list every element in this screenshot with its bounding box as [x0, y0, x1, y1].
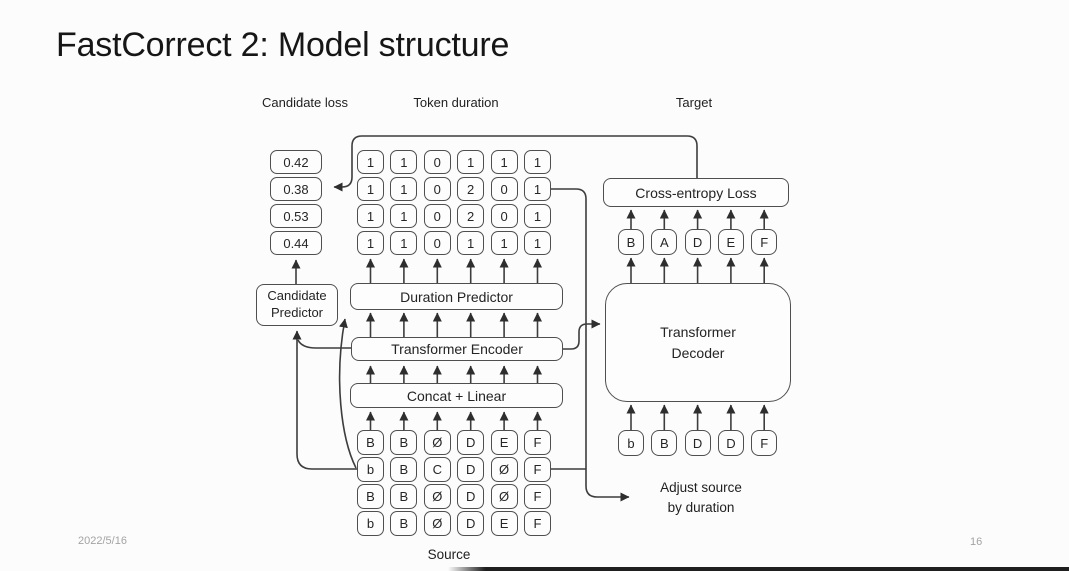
token-duration-cell: 0 — [423, 150, 451, 174]
wire-encoder-to-decoder — [563, 319, 601, 350]
token-duration-cell: 1 — [490, 150, 518, 174]
decoder-input-cell: b — [618, 430, 644, 456]
token-duration-cell: 1 — [390, 231, 418, 255]
duration-predictor-box: Duration Predictor — [350, 283, 563, 310]
slide-page-number: 16 — [970, 536, 983, 548]
token-duration-cell: 1 — [457, 150, 485, 174]
source-token-cell: Ø — [423, 430, 451, 455]
token-duration-cell: 1 — [523, 231, 551, 255]
decoder-input-cell: D — [717, 430, 744, 456]
candidate-loss-value: 0.42 — [270, 150, 322, 174]
label-candidate-loss: Candidate loss — [262, 95, 348, 110]
candidate-loss-value: 0.44 — [270, 231, 322, 255]
arrows-concat-to-encoder — [366, 365, 542, 383]
slide-title: FastCorrect 2: Model structure — [56, 26, 510, 64]
label-token-duration: Token duration — [413, 95, 499, 110]
token-duration-cell: 1 — [390, 150, 418, 174]
source-token-cell: b — [357, 511, 384, 536]
wire-encoder-branch — [297, 339, 351, 349]
token-duration-cell: 0 — [423, 177, 451, 201]
token-duration-cell: 1 — [357, 177, 384, 201]
source-token-cell: Ø — [423, 484, 451, 509]
source-token-cell: Ø — [490, 457, 518, 482]
token-duration-cell: 1 — [523, 150, 551, 174]
token-duration-cell: 1 — [523, 177, 551, 201]
arrows-source-to-concat — [366, 411, 542, 430]
source-token-cell: C — [423, 457, 451, 482]
token-duration-cell: 1 — [357, 231, 384, 255]
candidate-predictor-box: Candidate Predictor — [256, 284, 338, 326]
transformer-encoder-box: Transformer Encoder — [351, 337, 563, 361]
candidate-loss-value: 0.53 — [270, 204, 322, 228]
video-seekbar[interactable] — [448, 567, 1069, 571]
arrows-target-to-crossentropy — [626, 209, 769, 229]
target-token-cell: F — [751, 229, 778, 255]
token-duration-cell: 1 — [357, 204, 384, 228]
decoder-input-cell: B — [651, 430, 678, 456]
token-duration-cell: 0 — [490, 177, 518, 201]
wire-source-to-candidate-predictor — [292, 330, 357, 470]
arrows-encoder-to-duration — [366, 312, 542, 337]
source-token-cell: D — [457, 484, 485, 509]
candidate-loss-value: 0.38 — [270, 177, 322, 201]
source-token-cell: D — [457, 457, 485, 482]
token-duration-cell: 1 — [490, 231, 518, 255]
arrows-decoder-to-target — [626, 257, 769, 283]
source-token-cell: F — [523, 511, 551, 536]
token-duration-cell: 1 — [357, 150, 384, 174]
arrows-duration-to-grid — [366, 258, 542, 283]
source-token-cell: F — [523, 430, 551, 455]
source-token-cell: B — [390, 484, 418, 509]
token-duration-cell: 1 — [390, 177, 418, 201]
source-token-cell: F — [523, 484, 551, 509]
target-token-cell: E — [717, 229, 744, 255]
target-token-cell: B — [618, 229, 644, 255]
cross-entropy-loss-box: Cross-entropy Loss — [603, 178, 789, 207]
token-duration-cell: 0 — [490, 204, 518, 228]
source-token-cell: B — [357, 484, 384, 509]
source-token-cell: E — [490, 511, 518, 536]
token-duration-cell: 1 — [457, 231, 485, 255]
concat-linear-box: Concat + Linear — [350, 383, 563, 408]
label-source: Source — [427, 547, 471, 562]
token-duration-cell: 1 — [523, 204, 551, 228]
target-token-cell: D — [684, 229, 711, 255]
source-token-cell: B — [390, 511, 418, 536]
source-token-cell: Ø — [423, 511, 451, 536]
source-token-cell: D — [457, 430, 485, 455]
source-token-cell: E — [490, 430, 518, 455]
source-token-cell: b — [357, 457, 384, 482]
label-target: Target — [675, 95, 713, 110]
arrows-decoderinput-to-decoder — [626, 404, 769, 430]
source-token-cell: Ø — [490, 484, 518, 509]
decoder-input-cell: D — [684, 430, 711, 456]
source-token-cell: B — [390, 457, 418, 482]
slide-date: 2022/5/16 — [78, 535, 127, 547]
transformer-decoder-box: Transformer Decoder — [605, 283, 791, 402]
token-duration-cell: 2 — [457, 204, 485, 228]
token-duration-cell: 0 — [423, 204, 451, 228]
candidate-loss-column: 0.42 0.38 0.53 0.44 — [270, 150, 322, 255]
source-token-cell: D — [457, 511, 485, 536]
source-token-cell: F — [523, 457, 551, 482]
source-token-cell: B — [357, 430, 384, 455]
label-adjust-source-by-duration: Adjust source by duration — [660, 480, 742, 515]
token-duration-cell: 1 — [390, 204, 418, 228]
target-token-cell: A — [651, 229, 678, 255]
decoder-input-cell: F — [751, 430, 778, 456]
token-duration-cell: 0 — [423, 231, 451, 255]
source-token-cell: B — [390, 430, 418, 455]
token-duration-cell: 2 — [457, 177, 485, 201]
